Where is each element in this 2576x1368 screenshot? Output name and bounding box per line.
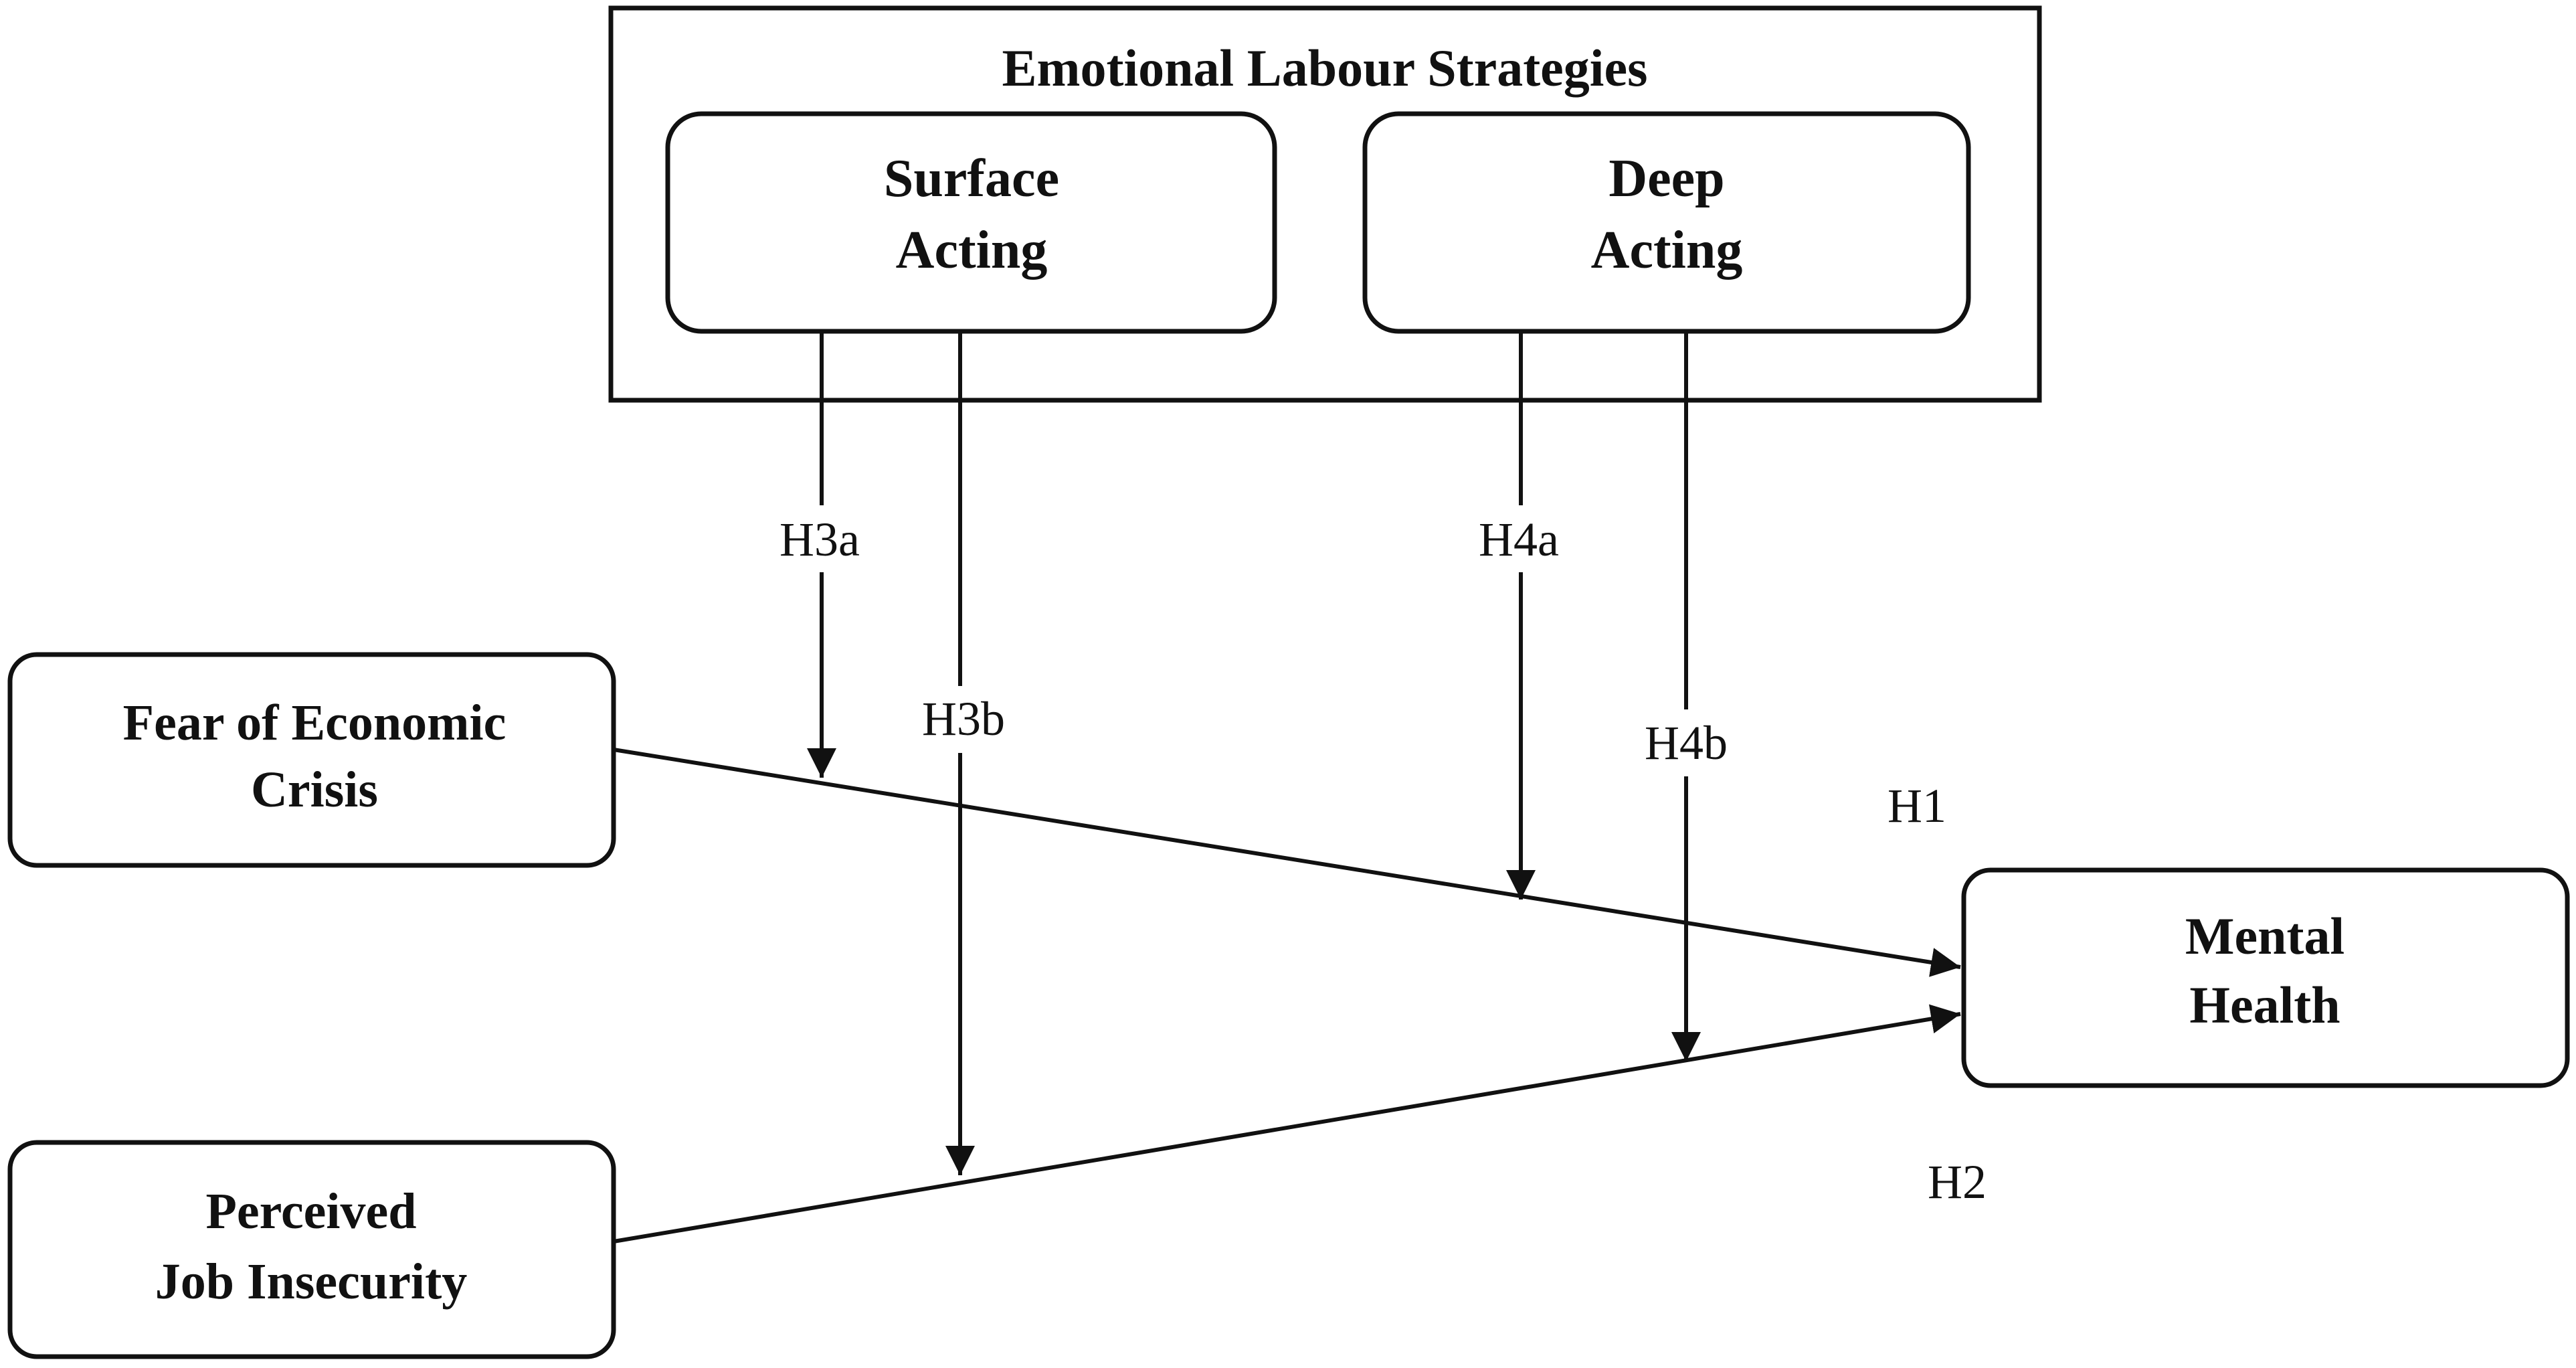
arrow-h1-fear-to-mental-health: [613, 748, 1961, 977]
deep-acting-box: [1362, 111, 1971, 334]
label-h3b: H3b: [922, 692, 1005, 746]
surface-acting-node: Surface Acting: [665, 111, 1277, 334]
surface-acting-line1: Surface: [884, 149, 1059, 208]
surface-acting-box: [665, 111, 1277, 334]
perceived-job-insecurity-line1: Perceived: [205, 1183, 416, 1239]
deep-acting-node: Deep Acting: [1362, 111, 1971, 334]
group-title: Emotional Labour Strategies: [1002, 39, 1648, 97]
h4b-label-bg: [1609, 709, 1763, 776]
fear-of-economic-crisis-line1: Fear of Economic: [123, 695, 507, 751]
label-h3a: H3a: [779, 513, 860, 566]
label-h2: H2: [1928, 1155, 1987, 1209]
h3a-label-bg: [746, 505, 900, 572]
deep-acting-line1: Deep: [1608, 149, 1724, 208]
fear-of-economic-crisis-box: [7, 652, 616, 868]
mental-health-line2: Health: [2189, 976, 2340, 1034]
surface-acting-line2: Acting: [896, 221, 1048, 280]
deep-acting-line2: Acting: [1591, 221, 1743, 280]
label-h4b: H4b: [1645, 716, 1728, 770]
arrow-h2-job-insecurity-to-mental-health: [613, 1004, 1961, 1244]
perceived-job-insecurity-line2: Job Insecurity: [155, 1254, 468, 1310]
label-h1: H1: [1888, 779, 1946, 833]
mental-health-node: Mental Health: [1961, 867, 2570, 1088]
label-h4a: H4a: [1479, 513, 1559, 566]
h4a-label-bg: [1442, 505, 1596, 572]
h3b-label-bg: [890, 686, 1044, 753]
fear-of-economic-crisis-line2: Crisis: [251, 762, 378, 818]
perceived-job-insecurity-box: [7, 1140, 616, 1359]
mental-health-box: [1961, 867, 2570, 1088]
mental-health-line1: Mental: [2185, 907, 2344, 965]
fear-of-economic-crisis-node: Fear of Economic Crisis: [7, 652, 616, 868]
perceived-job-insecurity-node: Perceived Job Insecurity: [7, 1140, 616, 1359]
